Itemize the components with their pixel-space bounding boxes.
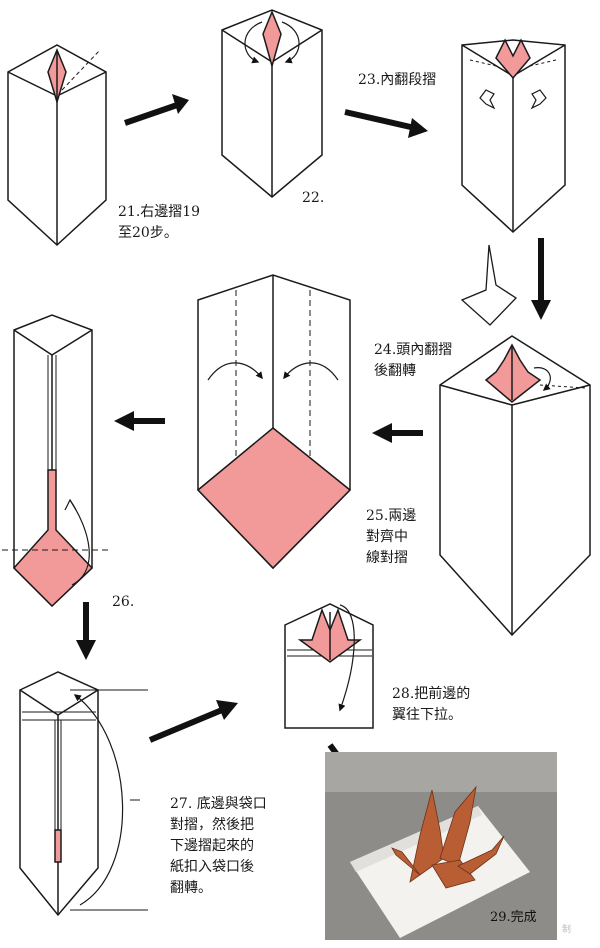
step-23-figure (461, 38, 566, 234)
watermark: 制 (562, 925, 572, 935)
step-24-figure (439, 335, 591, 637)
crane-model (391, 785, 505, 889)
step-26-caption: 26. (112, 594, 135, 610)
arrow-21-22 (124, 94, 189, 126)
step-27-figure (19, 671, 148, 917)
step-28-caption: 28.把前邊的 翼往下拉。 (392, 686, 471, 723)
step-29-photo (325, 752, 557, 940)
arrow-24-25 (372, 423, 423, 443)
step-25-caption: 25.兩邊 對齊中 線對摺 (366, 508, 417, 566)
step-26-figure (2, 314, 108, 608)
arrow-23-24 (531, 238, 551, 320)
step-24-caption: 24.頭內翻摺 後翻轉 (374, 342, 453, 379)
step-22-caption: 22. (302, 190, 325, 206)
step-28-figure (284, 603, 374, 729)
arrow-22-23 (344, 109, 428, 138)
step-21-figure (7, 44, 107, 247)
step-22-figure (221, 9, 323, 198)
arrow-27-28 (148, 700, 238, 743)
arrow-25-26 (114, 411, 165, 431)
head-detail-figure (460, 244, 518, 326)
step-29-caption: 29.完成 (490, 910, 537, 925)
step-21-caption: 21.右邊摺19 至20步。 (118, 204, 201, 241)
step-25-figure (196, 274, 352, 570)
step-23-caption: 23.內翻段摺 (358, 72, 437, 88)
arrow-26-27 (76, 602, 96, 660)
step-27-caption: 27. 底邊與袋口 對摺，然後把 下邊摺起來的 紙扣入袋口後 翻轉。 (170, 796, 267, 896)
